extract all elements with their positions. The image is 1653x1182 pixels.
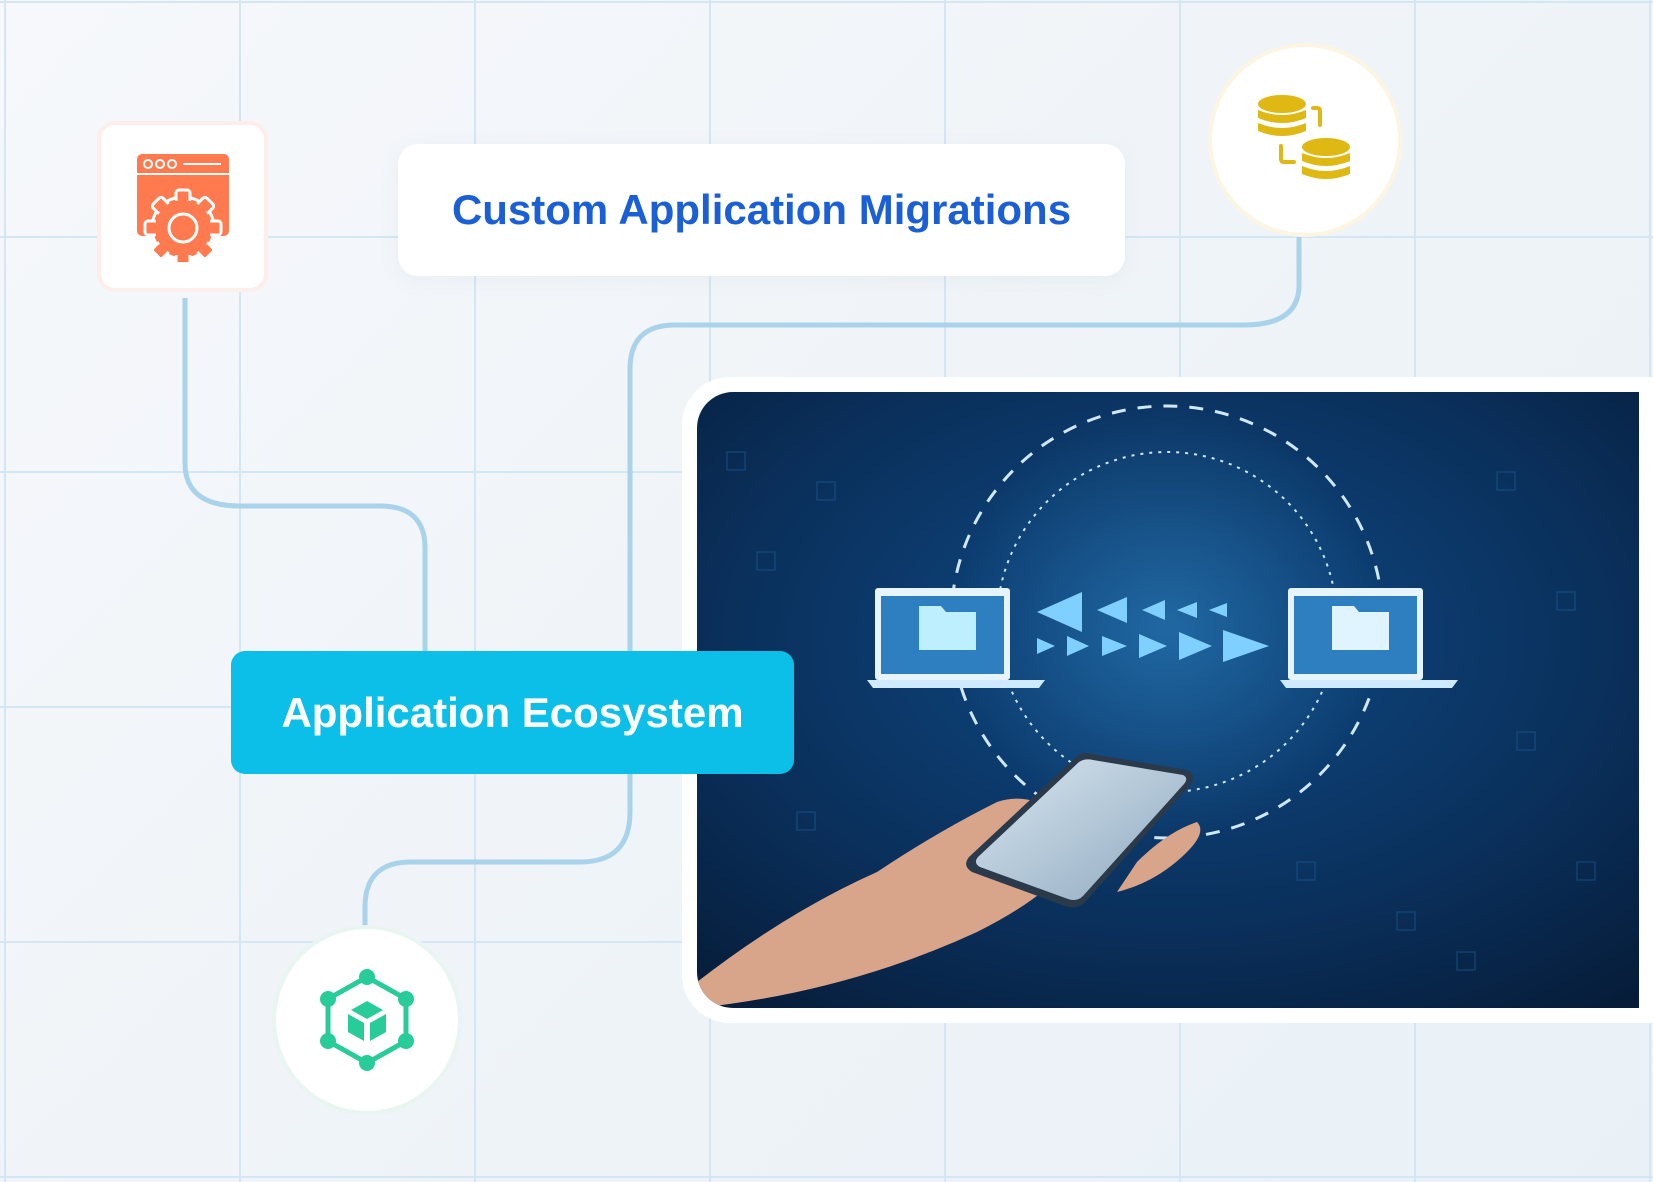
laptop-left [867, 588, 1045, 688]
network-cube-icon [320, 969, 414, 1071]
database-transfer-icon [1258, 95, 1350, 179]
title-text: Custom Application Migrations [451, 186, 1072, 233]
phone-data-transfer-photo [697, 392, 1639, 1008]
database-transfer-badge [1208, 43, 1402, 237]
network-cube-badge [272, 925, 462, 1115]
laptop-right [1280, 588, 1458, 688]
browser-gear-card [97, 121, 268, 292]
ecosystem-card: Application Ecosystem [231, 651, 794, 774]
title-card: Custom Application Migrations [398, 144, 1125, 276]
smartphone [966, 752, 1194, 908]
connector-lines [182, 237, 1302, 926]
browser-gear-icon [136, 153, 229, 262]
ecosystem-text: Application Ecosystem [281, 688, 744, 736]
photo [697, 392, 1639, 1008]
